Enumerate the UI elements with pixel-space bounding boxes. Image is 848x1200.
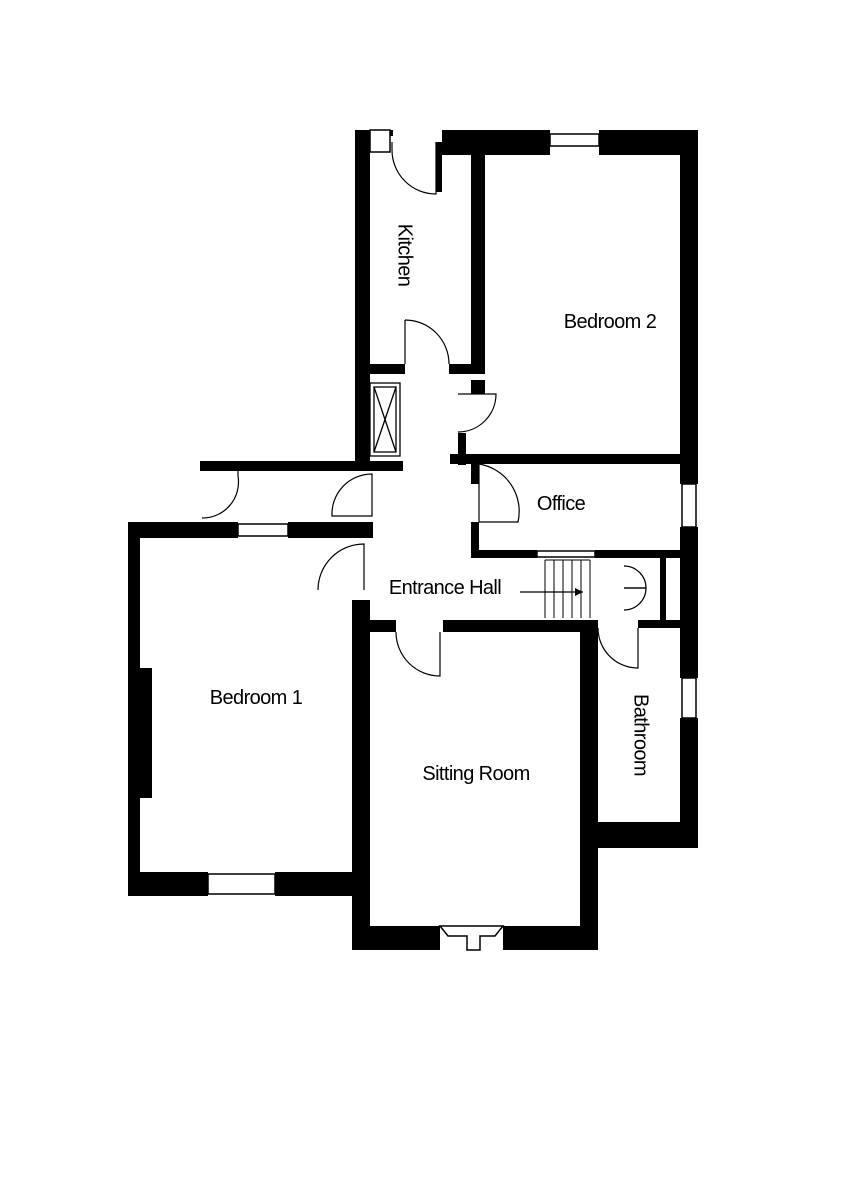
window-bathroom-east: [681, 677, 697, 719]
wall-kitchen-door-jamb: [436, 142, 442, 192]
wall-corridor-bottom: [313, 522, 373, 538]
wall-office-east-bottom: [680, 527, 698, 627]
window-bedroom1-bottom: [207, 873, 276, 895]
window-office-east: [681, 483, 697, 528]
wall-office-west-low: [471, 522, 479, 556]
window-office-bottom: [536, 550, 596, 558]
door-bedroom2: [457, 393, 497, 433]
wall-corridor-top: [200, 461, 403, 471]
wall-bedroom2-west-low: [458, 433, 466, 465]
door-hall-west-lower: [317, 543, 365, 591]
wall-office-west: [471, 464, 479, 484]
window-bedroom2-top: [549, 133, 600, 147]
label-bedroom-2: Bedroom 2: [564, 311, 657, 333]
wall-bedroom1-bottom-left: [128, 872, 208, 896]
label-bedroom-1: Bedroom 1: [210, 687, 303, 709]
wall-bedroom1-top-mid: [288, 522, 313, 538]
label-bathroom: Bathroom: [630, 694, 652, 776]
wall-bathroom-east: [680, 620, 698, 678]
stairs: [544, 559, 591, 618]
wall-kitchen-bottom: [370, 364, 405, 374]
stair-arrow-head: [575, 588, 583, 596]
label-kitchen: Kitchen: [394, 224, 416, 287]
wall-office-top: [450, 454, 698, 464]
door-corridor-external: [201, 471, 240, 519]
storage-cupboard-inner: [373, 386, 397, 453]
wall-office-bottom-right: [595, 550, 698, 558]
label-office: Office: [537, 493, 586, 515]
wall-bathroom-east-low: [680, 718, 698, 848]
door-kitchen-back: [391, 142, 437, 195]
wall-kitchen-west: [355, 130, 370, 470]
wall-bedroom2-west-stub: [471, 380, 485, 394]
wall-bedroom1-top-left: [128, 522, 238, 538]
wall-bedroom1-west: [128, 522, 140, 896]
wall-bedroom2-top-left: [442, 130, 550, 155]
wall-bathroom-top: [638, 620, 698, 628]
storage-cupboard: [369, 382, 401, 457]
storage-cross-b: [373, 386, 397, 453]
label-entrance-hall: Entrance Hall: [389, 577, 501, 599]
wall-cupboard-divider: [660, 558, 666, 620]
wall-kitchen-bottom-right: [449, 364, 485, 374]
doors: [201, 142, 647, 677]
wall-sitting-east: [580, 620, 598, 950]
door-hall-west-upper: [331, 473, 373, 517]
wall-office-bottom-left: [471, 550, 537, 558]
window-bedroom1-top: [237, 523, 289, 537]
fixtures: [369, 382, 591, 618]
label-sitting-room: Sitting Room: [422, 763, 529, 785]
window-sitting-bay: [438, 925, 505, 951]
wall-bathroom-bottom: [580, 822, 698, 848]
door-cupboard-upper: [623, 565, 647, 589]
wall-bedroom2-east: [680, 130, 698, 460]
wall-sitting-top-right: [443, 620, 598, 632]
wall-kitchen-east: [471, 155, 485, 373]
walls: [128, 130, 698, 950]
wall-sitting-bottom-left: [352, 926, 440, 950]
wall-office-east-top: [680, 454, 698, 484]
window-kitchen-top: [369, 129, 391, 153]
door-kitchen-hall: [404, 319, 450, 365]
wall-sitting-top-left: [370, 620, 396, 632]
windows: [207, 129, 697, 951]
door-cupboard-lower: [623, 587, 647, 611]
door-bathroom: [597, 627, 639, 669]
door-sitting: [395, 631, 441, 677]
wall-bedroom1-chimney: [140, 668, 152, 798]
wall-bedroom1-east: [352, 600, 370, 890]
door-office: [478, 463, 520, 523]
